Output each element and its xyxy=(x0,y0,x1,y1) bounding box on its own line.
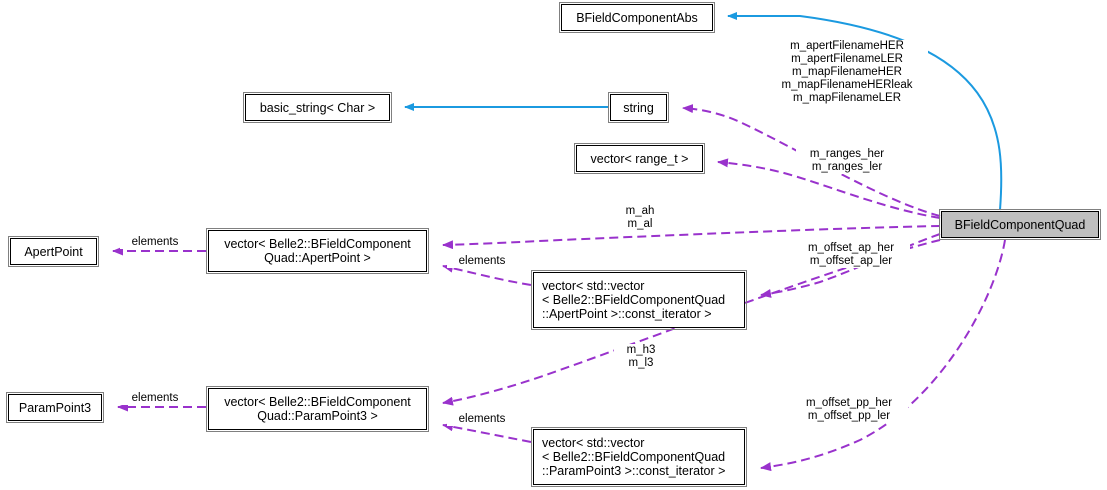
node-basic-string-char[interactable]: basic_string< Char > xyxy=(243,92,392,123)
edge-quad-to-vecapertit xyxy=(760,233,941,298)
edge-label-elements-parampoint3: elements xyxy=(120,392,190,405)
node-bfieldcomponentabs[interactable]: BFieldComponentAbs xyxy=(559,2,715,33)
edge-quad-to-abs xyxy=(727,12,1003,211)
edge-label-elements-vecapert: elements xyxy=(447,255,517,268)
node-vector-range-t[interactable]: vector< range_t > xyxy=(574,143,705,174)
node-vector-apertpoint[interactable]: vector< Belle2::BFieldComponent Quad::Ap… xyxy=(206,228,429,274)
node-apertpoint[interactable]: ApertPoint xyxy=(8,236,99,267)
node-vector-parampoint3-const-iterator[interactable]: vector< std::vector < Belle2::BFieldComp… xyxy=(531,427,747,487)
node-parampoint3[interactable]: ParamPoint3 xyxy=(6,392,104,423)
edge-label-offset-ap: m_offset_ap_her m_offset_ap_ler xyxy=(792,242,910,268)
edge-label-h3-l3: m_h3 m_l3 xyxy=(614,344,668,370)
node-vector-apertpoint-const-iterator[interactable]: vector< std::vector < Belle2::BFieldComp… xyxy=(531,270,747,330)
edge-label-ranges: m_ranges_her m_ranges_ler xyxy=(796,148,898,174)
edge-label-ah-al: m_ah m_al xyxy=(612,205,668,231)
edge-quad-to-string xyxy=(682,104,941,217)
edge-label-filenames: m_apertFilenameHER m_apertFilenameLER m_… xyxy=(766,40,928,105)
edge-label-offset-pp: m_offset_pp_her m_offset_pp_ler xyxy=(790,397,908,423)
edge-vecapertit-to-vecapert xyxy=(442,263,532,286)
edge-label-elements-apertpoint: elements xyxy=(120,236,190,249)
edge-quad-to-ranget xyxy=(717,158,941,219)
edge-vecparamit-to-vecparam xyxy=(442,422,532,443)
node-vector-parampoint3[interactable]: vector< Belle2::BFieldComponent Quad::Pa… xyxy=(206,386,429,432)
edge-quad-to-vecparamit xyxy=(760,239,1006,472)
node-bfieldcomponentquad[interactable]: BFieldComponentQuad xyxy=(939,209,1101,240)
node-string[interactable]: string xyxy=(608,92,669,123)
edge-label-elements-vecparam: elements xyxy=(447,413,517,426)
